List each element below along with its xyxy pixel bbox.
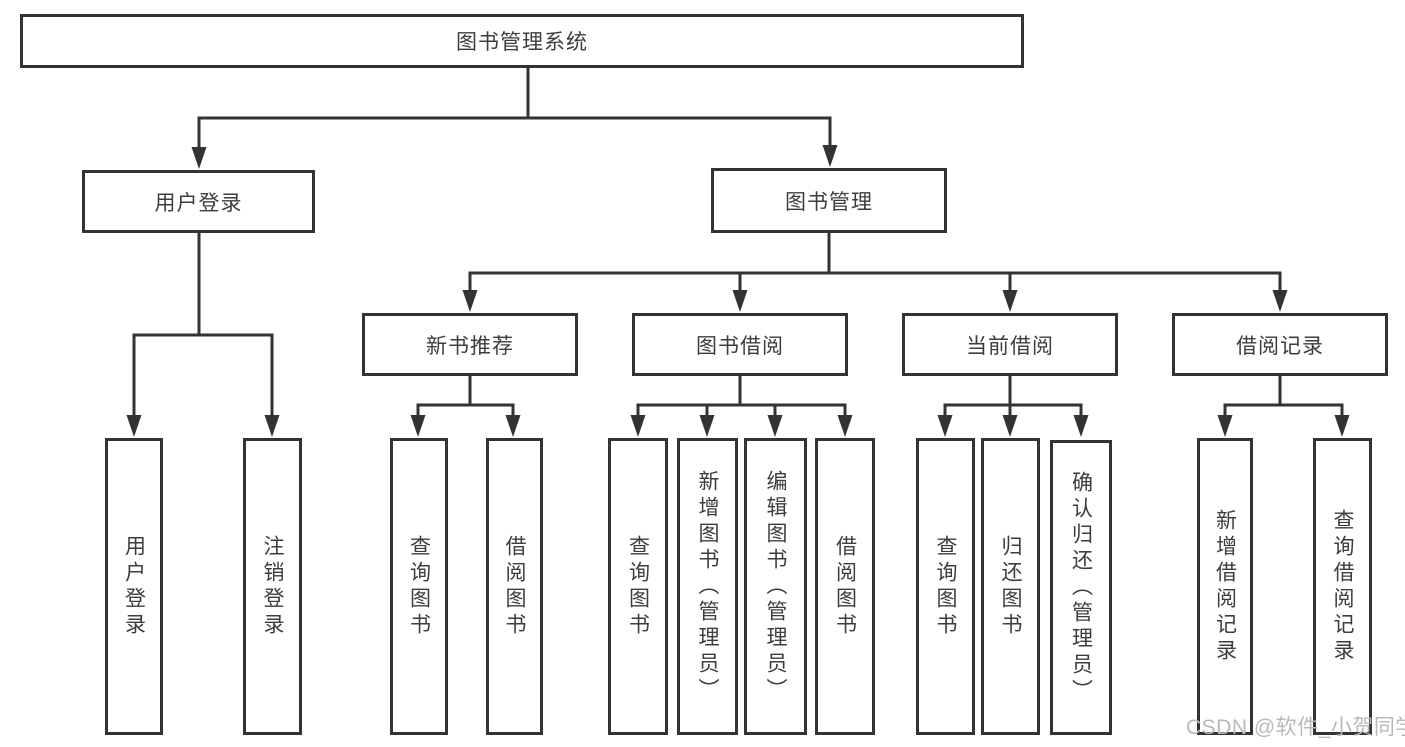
leaf-recommend-borrow-books: 借阅图书: [486, 438, 543, 735]
node-book-borrowing-label: 图书借阅: [696, 334, 784, 358]
leaf-logout: 注销登录: [243, 438, 302, 735]
node-book-management-branch-label: 图书管理: [785, 190, 873, 214]
node-user-login-branch-label: 用户登录: [154, 191, 243, 215]
leaf-current-query-books-label: 查询图书: [934, 534, 958, 639]
leaf-add-books-admin: 新增图书（管理员）: [677, 438, 738, 735]
leaf-add-borrow-record: 新增借阅记录: [1197, 438, 1253, 735]
node-root: 图书管理系统: [20, 14, 1024, 68]
leaf-query-borrow-record-label: 查询借阅记录: [1331, 508, 1355, 665]
leaf-edit-books-admin-label: 编辑图书（管理员）: [764, 469, 788, 704]
leaf-return-books: 归还图书: [981, 438, 1040, 735]
node-current-borrowing: 当前借阅: [902, 313, 1118, 376]
node-current-borrowing-label: 当前借阅: [966, 334, 1054, 358]
leaf-borrow-books-label: 借阅图书: [833, 534, 857, 639]
node-root-label: 图书管理系统: [456, 31, 588, 54]
leaf-borrow-books: 借阅图书: [815, 438, 875, 735]
node-user-login-branch: 用户登录: [82, 170, 315, 233]
leaf-current-query-books: 查询图书: [916, 438, 975, 735]
leaf-confirm-return-admin-label: 确认归还（管理员）: [1069, 470, 1093, 705]
leaf-add-books-admin-label: 新增图书（管理员）: [696, 469, 720, 704]
leaf-borrowing-query-books: 查询图书: [608, 438, 668, 735]
node-borrowing-records-label: 借阅记录: [1236, 334, 1324, 358]
node-new-book-recommend-label: 新书推荐: [426, 334, 514, 358]
leaf-borrowing-query-books-label: 查询图书: [626, 534, 650, 639]
leaf-recommend-borrow-books-label: 借阅图书: [503, 534, 527, 639]
leaf-recommend-query-books: 查询图书: [390, 438, 448, 735]
node-new-book-recommend: 新书推荐: [362, 313, 578, 376]
leaf-logout-label: 注销登录: [261, 534, 285, 639]
leaf-user-login: 用户登录: [105, 438, 163, 735]
node-book-borrowing: 图书借阅: [632, 313, 848, 376]
leaf-return-books-label: 归还图书: [999, 534, 1023, 639]
csdn-watermark: CSDN @软件_小贺同学: [1186, 716, 1405, 739]
leaf-recommend-query-books-label: 查询图书: [407, 534, 431, 639]
leaf-edit-books-admin: 编辑图书（管理员）: [744, 438, 807, 735]
leaf-confirm-return-admin: 确认归还（管理员）: [1050, 440, 1112, 735]
leaf-user-login-label: 用户登录: [122, 534, 146, 639]
node-book-management-branch: 图书管理: [711, 168, 947, 233]
node-borrowing-records: 借阅记录: [1172, 313, 1388, 376]
leaf-query-borrow-record: 查询借阅记录: [1313, 438, 1372, 735]
leaf-add-borrow-record-label: 新增借阅记录: [1213, 508, 1237, 665]
